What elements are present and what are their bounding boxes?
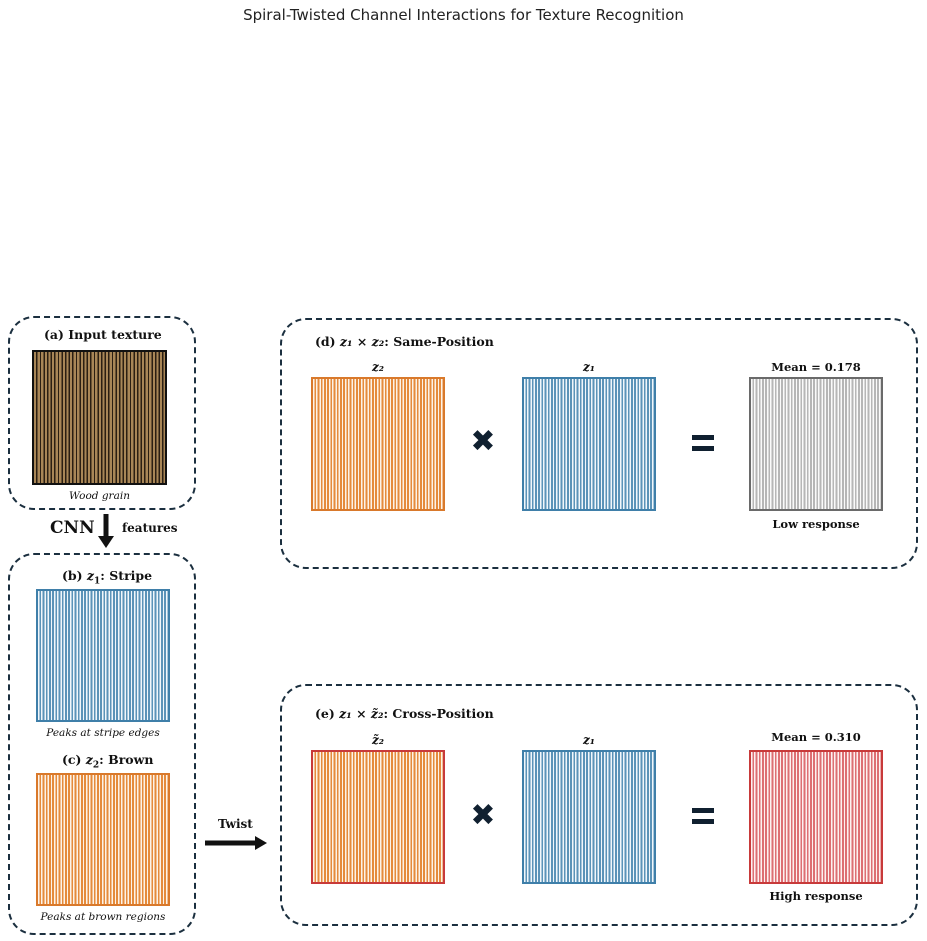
figure-title: Spiral-Twisted Channel Interactions for … [243, 6, 684, 24]
panel-d-mean: Mean = 0.178 [771, 360, 861, 374]
wood-texture-image [32, 350, 167, 485]
z2-brown-map [36, 773, 170, 906]
panel-d-z2-map [311, 377, 445, 511]
panel-same-position [280, 318, 918, 569]
panel-d-mid-label: z₁ [582, 360, 596, 374]
panel-e-mid-label: z₁ [582, 733, 596, 747]
panel-d-response-map [749, 377, 883, 511]
equals-icon [692, 808, 714, 824]
panel-b-caption: Peaks at stripe edges [46, 727, 160, 739]
panel-e-mean: Mean = 0.310 [771, 730, 861, 744]
panel-e-z1-map [522, 750, 656, 884]
cnn-label: CNN [50, 518, 95, 538]
panel-e-response-label: High response [769, 889, 863, 903]
twist-label: Twist [218, 817, 253, 831]
panel-d-title: (d) z₁ × z₂: Same-Position [315, 334, 494, 349]
panel-e-response-map [749, 750, 883, 884]
multiply-icon: ✖ [470, 798, 496, 833]
cnn-down-arrow [98, 514, 114, 548]
panel-d-left-label: z₂ [371, 360, 385, 374]
panel-e-twisted-z2-map [311, 750, 445, 884]
panel-d-response-label: Low response [772, 517, 860, 531]
panel-feature-channels [8, 553, 196, 935]
panel-a-caption: Wood grain [69, 490, 130, 502]
equals-icon [692, 435, 714, 451]
panel-e-left-label: z̃₂ [371, 733, 385, 747]
panel-c-caption: Peaks at brown regions [40, 911, 166, 923]
panel-input-texture [8, 316, 196, 510]
panel-b-title: (b) z1: Stripe [62, 568, 153, 587]
multiply-icon: ✖ [470, 424, 496, 459]
panel-c-title: (c) z2: Brown [62, 752, 154, 771]
twist-right-arrow [205, 836, 267, 850]
z1-stripe-map [36, 589, 170, 722]
panel-a-title: (a) Input texture [44, 327, 162, 342]
panel-cross-position [280, 684, 918, 926]
panel-d-z1-map [522, 377, 656, 511]
features-label: features [122, 521, 178, 535]
panel-e-title: (e) z₁ × z̃₂: Cross-Position [315, 706, 494, 721]
